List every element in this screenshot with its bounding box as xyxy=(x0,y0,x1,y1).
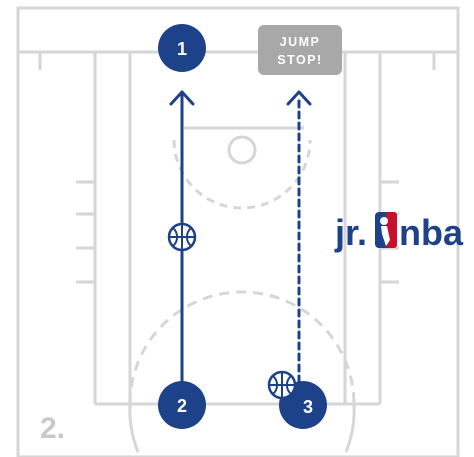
nba-logoman-icon xyxy=(375,212,397,248)
callout-line1: JUMP xyxy=(280,35,321,49)
free-throw-circle-top xyxy=(128,290,356,405)
player-3-label: 3 xyxy=(303,397,313,417)
basketball-icon xyxy=(267,370,297,400)
jr-nba-logo: jr. nba xyxy=(334,212,464,253)
restricted-arc xyxy=(172,139,312,210)
dashed-arrow-head xyxy=(286,90,312,106)
player-2-label: 2 xyxy=(177,396,187,416)
player-2-circle xyxy=(158,381,206,429)
logo-suffix: nba xyxy=(399,212,464,253)
free-throw-circle-bottom xyxy=(128,403,140,453)
player-1: 1 xyxy=(158,24,206,72)
player-1-circle xyxy=(158,24,206,72)
basketball-icon xyxy=(167,222,197,252)
player-2: 2 xyxy=(158,381,206,429)
hoop xyxy=(227,135,257,165)
free-throw-circle-bottom-right xyxy=(344,403,356,453)
logo-prefix: jr. xyxy=(334,212,367,253)
jump-stop-callout: JUMP STOP! xyxy=(258,25,342,75)
dribble-arrow-head xyxy=(169,90,195,106)
court-boundary xyxy=(16,6,460,457)
callout-line2: STOP! xyxy=(277,53,322,67)
player-1-label: 1 xyxy=(177,39,187,59)
dashed-move-arrow xyxy=(286,90,312,384)
step-number: 2. xyxy=(40,412,65,445)
callout-box xyxy=(258,25,342,75)
